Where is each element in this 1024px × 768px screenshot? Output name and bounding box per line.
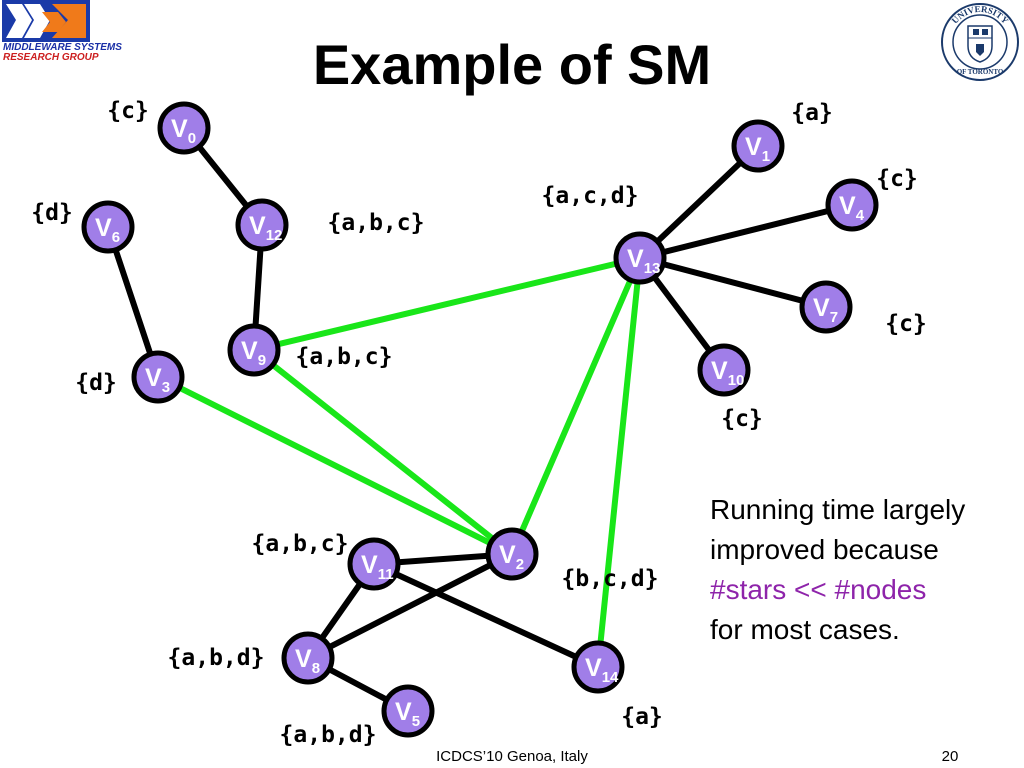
node-circle — [281, 631, 335, 685]
footer-page-number: 20 — [941, 748, 959, 765]
node-circle — [731, 119, 785, 173]
edge-v11-v14 — [371, 561, 601, 670]
node-label: V8 — [295, 645, 320, 677]
node-circle — [613, 231, 667, 285]
node-v3: V3 — [131, 350, 185, 404]
node-v2: V2 — [485, 527, 539, 581]
node-label: V12 — [249, 212, 282, 244]
node-v0: V0 — [157, 101, 211, 155]
set-label-v0: {c} — [107, 98, 149, 124]
node-label: V13 — [627, 245, 660, 277]
set-label-v11: {a,b,c} — [252, 531, 349, 557]
graph-edges — [105, 125, 855, 714]
set-label-v13: {a,c,d} — [542, 183, 639, 209]
node-circle — [157, 101, 211, 155]
node-label: V7 — [813, 294, 838, 326]
node-label: V6 — [95, 214, 120, 246]
node-circle — [485, 527, 539, 581]
node-label: V14 — [585, 654, 619, 686]
node-label: V1 — [745, 133, 770, 165]
node-label: V11 — [361, 551, 394, 583]
node-v7: V7 — [799, 280, 853, 334]
set-label-v12: {a,b,c} — [328, 210, 425, 236]
edge-v13-v4 — [637, 202, 855, 261]
edge-v13-v1 — [637, 143, 761, 261]
university-seal-icon: UNIVERSITY OF TORONTO — [941, 3, 1019, 81]
running-time-note: Running time largely improved because #s… — [710, 490, 1020, 650]
node-v4: V4 — [825, 178, 879, 232]
edge-v2-v8 — [305, 551, 515, 661]
node-v6: V6 — [81, 200, 135, 254]
node-v9: V9 — [227, 323, 281, 377]
edge-v9-v2 — [251, 347, 515, 557]
set-label-v10: {c} — [721, 406, 763, 432]
group-name-line2: RESEARCH GROUP — [3, 52, 99, 63]
node-label: V3 — [145, 364, 170, 396]
note-line-2: improved because — [710, 534, 939, 565]
set-label-v2: {b,c,d} — [562, 566, 659, 592]
node-circle — [825, 178, 879, 232]
node-label: V4 — [839, 192, 865, 224]
node-circle — [235, 198, 289, 252]
set-label-v8: {a,b,d} — [168, 645, 265, 671]
node-circle — [227, 323, 281, 377]
node-v5: V5 — [381, 684, 435, 738]
node-label: V0 — [171, 115, 196, 147]
note-line-4: for most cases. — [710, 614, 900, 645]
svg-text:OF TORONTO: OF TORONTO — [957, 68, 1004, 76]
middleware-logo-icon — [2, 0, 90, 42]
node-v10: V10 — [697, 343, 751, 397]
node-circle — [697, 343, 751, 397]
node-v14: V14 — [571, 640, 625, 694]
edge-v13-v14 — [595, 255, 643, 670]
node-circle — [799, 280, 853, 334]
node-circle — [347, 537, 401, 591]
set-label-v14: {a} — [621, 704, 663, 730]
node-v13: V13 — [613, 231, 667, 285]
node-circle — [571, 640, 625, 694]
graph-set-labels: {c} {a} {c} {d} {a,b,c} {a,c,d} {a,b,c} {c} {d} {… — [31, 98, 927, 748]
node-label: V10 — [711, 357, 744, 389]
note-line-3: #stars << #nodes — [710, 574, 927, 605]
set-label-v6: {d} — [31, 200, 73, 226]
node-circle — [81, 200, 135, 254]
edge-v13-v2 — [509, 255, 643, 557]
node-v11: V11 — [347, 537, 401, 591]
edge-v13-v7 — [637, 255, 829, 310]
set-label-v9: {a,b,c} — [296, 344, 393, 370]
node-circle — [381, 684, 435, 738]
edge-v9-v13 — [251, 255, 643, 353]
node-v1: V1 — [731, 119, 785, 173]
set-label-v3: {d} — [75, 370, 117, 396]
edge-v3-v2 — [155, 374, 515, 557]
node-label: V2 — [499, 541, 524, 573]
note-line-1: Running time largely — [710, 494, 966, 525]
node-circle — [131, 350, 185, 404]
node-label: V5 — [395, 698, 420, 730]
set-label-v4: {c} — [876, 166, 918, 192]
group-name-line1: MIDDLEWARE SYSTEMS — [3, 42, 122, 53]
set-label-v7: {c} — [885, 311, 927, 337]
slide-title: Example of SM — [312, 33, 712, 96]
research-group-name: MIDDLEWARE SYSTEMS RESEARCH GROUP — [3, 43, 122, 63]
node-label: V9 — [241, 337, 266, 369]
footer-conference: ICDCS’10 Genoa, Italy — [436, 748, 588, 765]
node-v8: V8 — [281, 631, 335, 685]
node-v12: V12 — [235, 198, 289, 252]
set-label-v5: {a,b,d} — [280, 722, 377, 748]
set-label-v1: {a} — [791, 100, 833, 126]
